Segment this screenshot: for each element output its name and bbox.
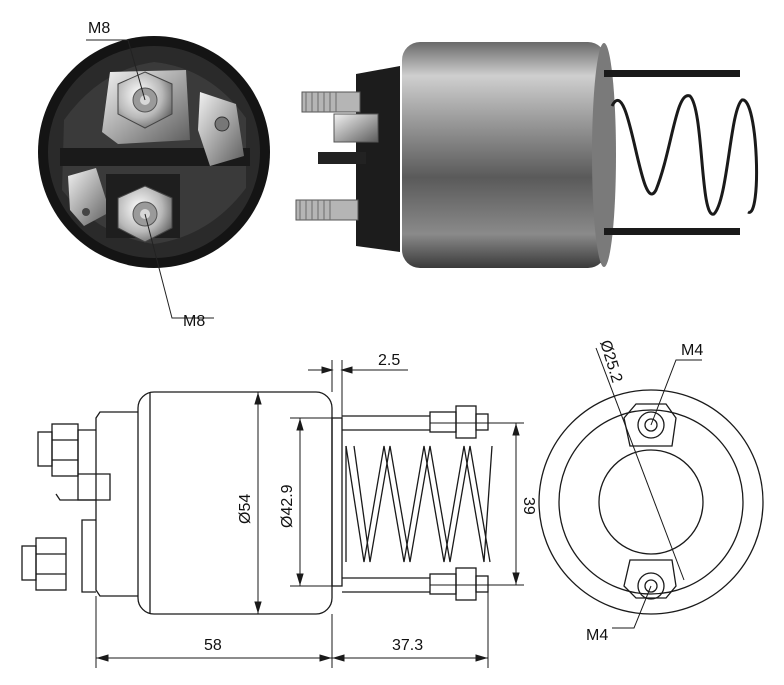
gap-dimension-label: 2.5 xyxy=(378,352,400,369)
top-stud-label: M4 xyxy=(681,342,703,359)
photo-end-view xyxy=(38,36,270,319)
inner-diameter-label: Ø42.9 xyxy=(279,484,296,528)
stud-spacing-label: 39 xyxy=(520,497,537,515)
spring-length-label: 37.3 xyxy=(392,637,423,654)
drawing-side-view xyxy=(21,391,493,615)
photo-side-view xyxy=(295,42,759,268)
bottom-stud-label: M4 xyxy=(586,627,608,644)
body-length-label: 58 xyxy=(204,637,222,654)
photo-bottom-thread-label: M8 xyxy=(183,313,205,330)
bolt-circle-label: Ø25.2 xyxy=(596,338,625,385)
body-diameter-label: Ø54 xyxy=(237,494,254,524)
drawing-end-view xyxy=(538,347,764,629)
side-view-dimensions xyxy=(95,360,524,668)
photo-top-thread-label: M8 xyxy=(88,20,110,37)
